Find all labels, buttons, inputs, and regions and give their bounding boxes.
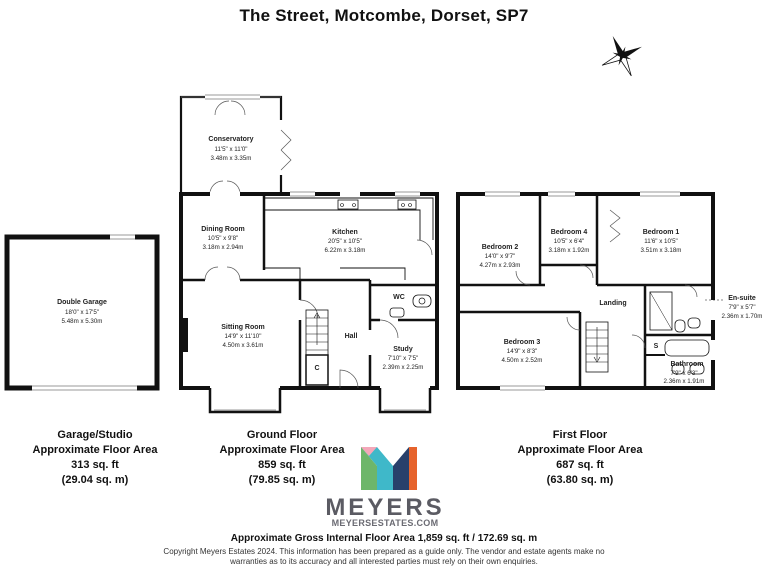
svg-text:11'5" x 11'0": 11'5" x 11'0": [214, 146, 247, 153]
svg-text:7'10" x 7'5": 7'10" x 7'5": [388, 355, 419, 362]
svg-text:Conservatory: Conservatory: [208, 136, 253, 143]
svg-text:18'0" x 17'5": 18'0" x 17'5": [65, 309, 99, 316]
svg-text:10'5" x 6'4": 10'5" x 6'4": [554, 238, 585, 245]
room-sitting: Sitting Room 14'9" x 11'10" 4.50m x 3.61…: [221, 324, 265, 349]
brand-url: MEYERSESTATES.COM: [331, 518, 439, 528]
garage-plan: [4, 234, 160, 391]
page-title: The Street, Motcombe, Dorset, SP7: [239, 6, 529, 25]
svg-text:Study: Study: [393, 346, 413, 353]
svg-text:3.51m x 3.18m: 3.51m x 3.18m: [641, 247, 682, 254]
room-bed1: Bedroom 1 11'6" x 10'5" 3.51m x 3.18m: [641, 229, 682, 254]
room-ensuite: En-suite 7'9" x 5'7" 2.36m x 1.70m: [722, 295, 763, 320]
svg-text:4.50m x 2.52m: 4.50m x 2.52m: [502, 357, 543, 364]
svg-text:11'6" x 10'5": 11'6" x 10'5": [644, 238, 677, 245]
svg-text:20'5" x 10'5": 20'5" x 10'5": [328, 238, 362, 245]
svg-text:Bedroom 3: Bedroom 3: [504, 339, 541, 346]
gross-floor-area: Approximate Gross Internal Floor Area 1,…: [230, 533, 538, 544]
room-bathroom: Bathroom 7'9" x 6'3" 2.36m x 1.91m: [664, 361, 705, 385]
room-conservatory: Conservatory 11'5" x 11'0" 3.48m x 3.35m: [208, 136, 253, 162]
room-storage: S: [654, 343, 659, 350]
svg-text:14'9" x 11'10": 14'9" x 11'10": [225, 333, 262, 340]
first-floor-plan: [456, 191, 725, 391]
room-bed3: Bedroom 3 14'9" x 8'3" 4.50m x 2.52m: [502, 339, 543, 364]
room-bed2: Bedroom 2 14'0" x 9'7" 4.27m x 2.93m: [480, 244, 521, 269]
room-wc: WC: [393, 294, 405, 301]
svg-text:3.48m x 3.35m: 3.48m x 3.35m: [211, 155, 252, 162]
svg-text:2.36m x 1.70m: 2.36m x 1.70m: [722, 313, 763, 320]
svg-text:Double Garage: Double Garage: [57, 299, 107, 306]
compass-icon: [601, 36, 642, 77]
svg-text:4.27m x 2.93m: 4.27m x 2.93m: [480, 262, 521, 269]
meyers-logo-icon: [361, 447, 417, 490]
svg-text:WC: WC: [393, 294, 405, 301]
svg-text:3.18m x 2.94m: 3.18m x 2.94m: [203, 244, 244, 251]
floor-area-first: First Floor Approximate Floor Area 687 s…: [517, 429, 643, 486]
brand-name: MEYERS: [325, 494, 445, 521]
svg-text:S: S: [654, 343, 659, 350]
svg-text:Bedroom 1: Bedroom 1: [643, 229, 680, 236]
room-hall: Hall: [345, 333, 358, 340]
svg-text:Sitting Room: Sitting Room: [221, 324, 265, 331]
svg-text:Dining Room: Dining Room: [201, 226, 245, 233]
room-dining: Dining Room 10'5" x 9'8" 3.18m x 2.94m: [201, 226, 245, 251]
svg-text:Bedroom 2: Bedroom 2: [482, 244, 519, 251]
svg-text:14'9" x 8'3": 14'9" x 8'3": [507, 348, 538, 355]
svg-text:Bathroom: Bathroom: [670, 361, 703, 368]
copyright-notice: Copyright Meyers Estates 2024. This info…: [163, 547, 605, 566]
room-cupboard: C: [314, 365, 319, 372]
svg-text:Hall: Hall: [345, 333, 358, 340]
svg-text:7'9" x 6'3": 7'9" x 6'3": [670, 370, 697, 377]
svg-text:2.39m x 2.25m: 2.39m x 2.25m: [383, 364, 424, 371]
svg-text:10'5" x 9'8": 10'5" x 9'8": [208, 235, 239, 242]
svg-text:Kitchen: Kitchen: [332, 229, 358, 236]
room-study: Study 7'10" x 7'5" 2.39m x 2.25m: [383, 346, 424, 371]
svg-text:Landing: Landing: [599, 300, 626, 307]
svg-text:4.50m x 3.61m: 4.50m x 3.61m: [223, 342, 264, 349]
room-garage: Double Garage 18'0" x 17'5" 5.48m x 5.30…: [57, 299, 107, 325]
room-bed4: Bedroom 4 10'5" x 6'4" 3.18m x 1.92m: [549, 229, 590, 254]
svg-text:2.36m x 1.91m: 2.36m x 1.91m: [664, 378, 705, 385]
svg-text:14'0" x 9'7": 14'0" x 9'7": [485, 253, 516, 260]
svg-text:C: C: [314, 365, 319, 372]
svg-text:3.18m x 1.92m: 3.18m x 1.92m: [549, 247, 590, 254]
svg-text:5.48m x 5.30m: 5.48m x 5.30m: [62, 318, 103, 325]
floor-area-ground: Ground Floor Approximate Floor Area 859 …: [219, 429, 345, 486]
svg-text:Bedroom 4: Bedroom 4: [551, 229, 588, 236]
svg-text:En-suite: En-suite: [728, 295, 756, 302]
room-kitchen: Kitchen 20'5" x 10'5" 6.22m x 3.18m: [325, 229, 366, 254]
room-landing: Landing: [599, 300, 626, 307]
svg-text:7'9" x 5'7": 7'9" x 5'7": [728, 304, 755, 311]
floor-area-garage: Garage/Studio Approximate Floor Area 313…: [32, 429, 158, 486]
room-labels: Double Garage 18'0" x 17'5" 5.48m x 5.30…: [57, 136, 762, 385]
svg-text:6.22m x 3.18m: 6.22m x 3.18m: [325, 247, 366, 254]
ground-floor-plan: [179, 94, 439, 414]
